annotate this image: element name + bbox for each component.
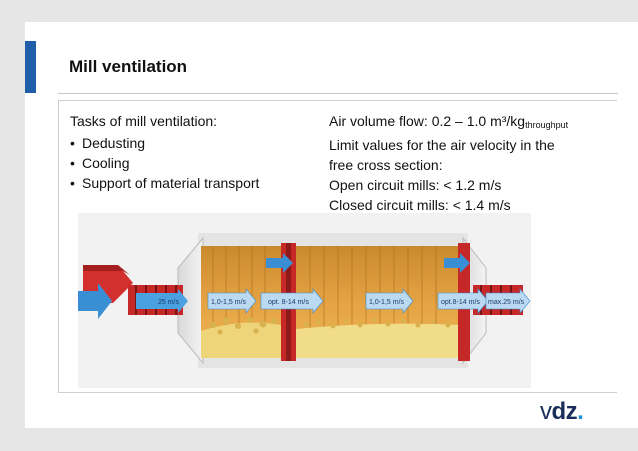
label-diaphragm-2: opt.8-14 m/s (441, 299, 480, 306)
arrow-chamber1-velocity (207, 288, 257, 314)
logo-dot: . (577, 398, 584, 425)
label-diaphragm-1: opt. 8-14 m/s (268, 299, 309, 306)
label-inlet: 25 m/s (158, 299, 180, 306)
air-inlet-arrow (78, 283, 112, 319)
content-box (58, 100, 617, 393)
list-item-text: Support of material transport (82, 175, 260, 191)
list-item-text: Cooling (82, 155, 130, 171)
vdz-logo: vdz. (540, 398, 584, 426)
arrow-chamber2-velocity (365, 288, 414, 314)
closed-circuit-line: Closed circuit mills: < 1.4 m/s (329, 197, 511, 213)
arrow-outlet-velocity (485, 288, 531, 314)
tasks-heading: Tasks of mill ventilation: (70, 113, 218, 129)
air-volume-line: Air volume flow: 0.2 – 1.0 m³/kgthroughp… (329, 111, 619, 135)
arrow-diaphragm2-velocity (437, 288, 489, 314)
logo-v: v (540, 398, 552, 425)
air-arrow-diaphragm-1 (266, 253, 293, 273)
open-circuit-line: Open circuit mills: < 1.2 m/s (329, 177, 502, 193)
air-volume-text: Air volume flow: 0.2 – 1.0 m³/kg (329, 113, 526, 129)
tasks-column: Tasks of mill ventilation: • Dedusting • C… (70, 111, 310, 193)
grinding-balls (210, 317, 451, 335)
bullet-icon: • (70, 175, 75, 191)
tasks-list: • Dedusting • Cooling • Support of material… (70, 133, 310, 193)
grinding-media-2 (296, 323, 461, 358)
list-item-text: Dedusting (82, 135, 146, 151)
bullet-icon: • (70, 135, 75, 151)
logo-dz: dz (551, 398, 578, 425)
limit-line-2: free cross section: (329, 157, 443, 173)
accent-bar (25, 41, 36, 93)
arrow-inlet-velocity (136, 289, 188, 313)
list-item: • Support of material transport (70, 173, 310, 193)
air-flow-column: Air volume flow: 0.2 – 1.0 m³/kgthroughp… (329, 111, 619, 215)
list-item: • Dedusting (70, 133, 310, 153)
label-outlet: max.25 m/s (488, 299, 525, 306)
arrow-diaphragm1-velocity (260, 288, 324, 314)
mill-diagram: 25 m/s 1,0-1,5 m/s opt. 8-14 m/s 1,0-1,5… (78, 213, 531, 388)
list-item: • Cooling (70, 153, 310, 173)
slide-title: Mill ventilation (69, 57, 188, 76)
label-chamber-2: 1,0-1,5 m/s (369, 299, 405, 306)
air-arrow-diaphragm-2 (444, 253, 470, 273)
limit-line-1: Limit values for the air velocity in the (329, 137, 555, 153)
air-volume-subscript: throughput (525, 120, 569, 130)
label-chamber-1: 1,0-1,5 m/s (211, 299, 247, 306)
bullet-icon: • (70, 155, 75, 171)
feed-chute-top (83, 265, 130, 275)
title-box: Mill ventilation (58, 41, 618, 94)
